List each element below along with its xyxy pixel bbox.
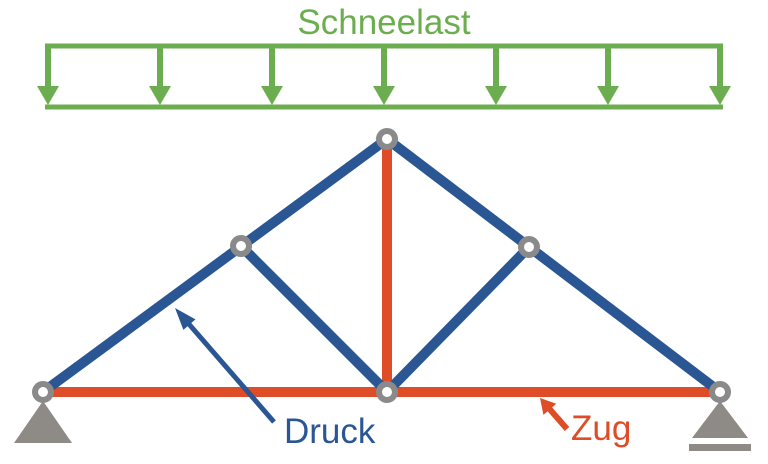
- support-pin-triangle: [14, 401, 72, 443]
- member-compression-left_support-apex: [40, 134, 390, 397]
- load-arrow-head: [597, 86, 619, 105]
- load-arrow-head: [485, 86, 507, 105]
- support-roller-triangle: [692, 401, 748, 438]
- snow-load-label: Schneelast: [297, 3, 471, 42]
- load-arrow-head: [373, 86, 395, 105]
- member-compression-mid_left-bottom_center: [237, 242, 391, 396]
- joint-apex: [376, 128, 398, 150]
- member-compression-mid_right-bottom_center: [383, 243, 533, 396]
- druck-arrow-head: [175, 308, 196, 330]
- load-arrow-head: [37, 86, 59, 105]
- member-compression-apex-right_support: [383, 135, 724, 396]
- joint-mid_right: [518, 236, 540, 258]
- joint-bottom_center: [376, 381, 398, 403]
- tension-label: Zug: [571, 409, 632, 448]
- load-arrow-head: [149, 86, 171, 105]
- compression-label: Druck: [284, 412, 376, 451]
- joint-left_support: [32, 381, 54, 403]
- support-roller-base-bar: [689, 444, 751, 451]
- zug-arrow-line: [545, 405, 570, 431]
- joint-mid_left: [230, 235, 252, 257]
- druck-arrow-line: [185, 320, 276, 424]
- zug-arrow-head: [540, 398, 557, 415]
- joint-right_support: [709, 381, 731, 403]
- load-arrow-head: [261, 86, 283, 105]
- load-arrow-head: [709, 86, 731, 105]
